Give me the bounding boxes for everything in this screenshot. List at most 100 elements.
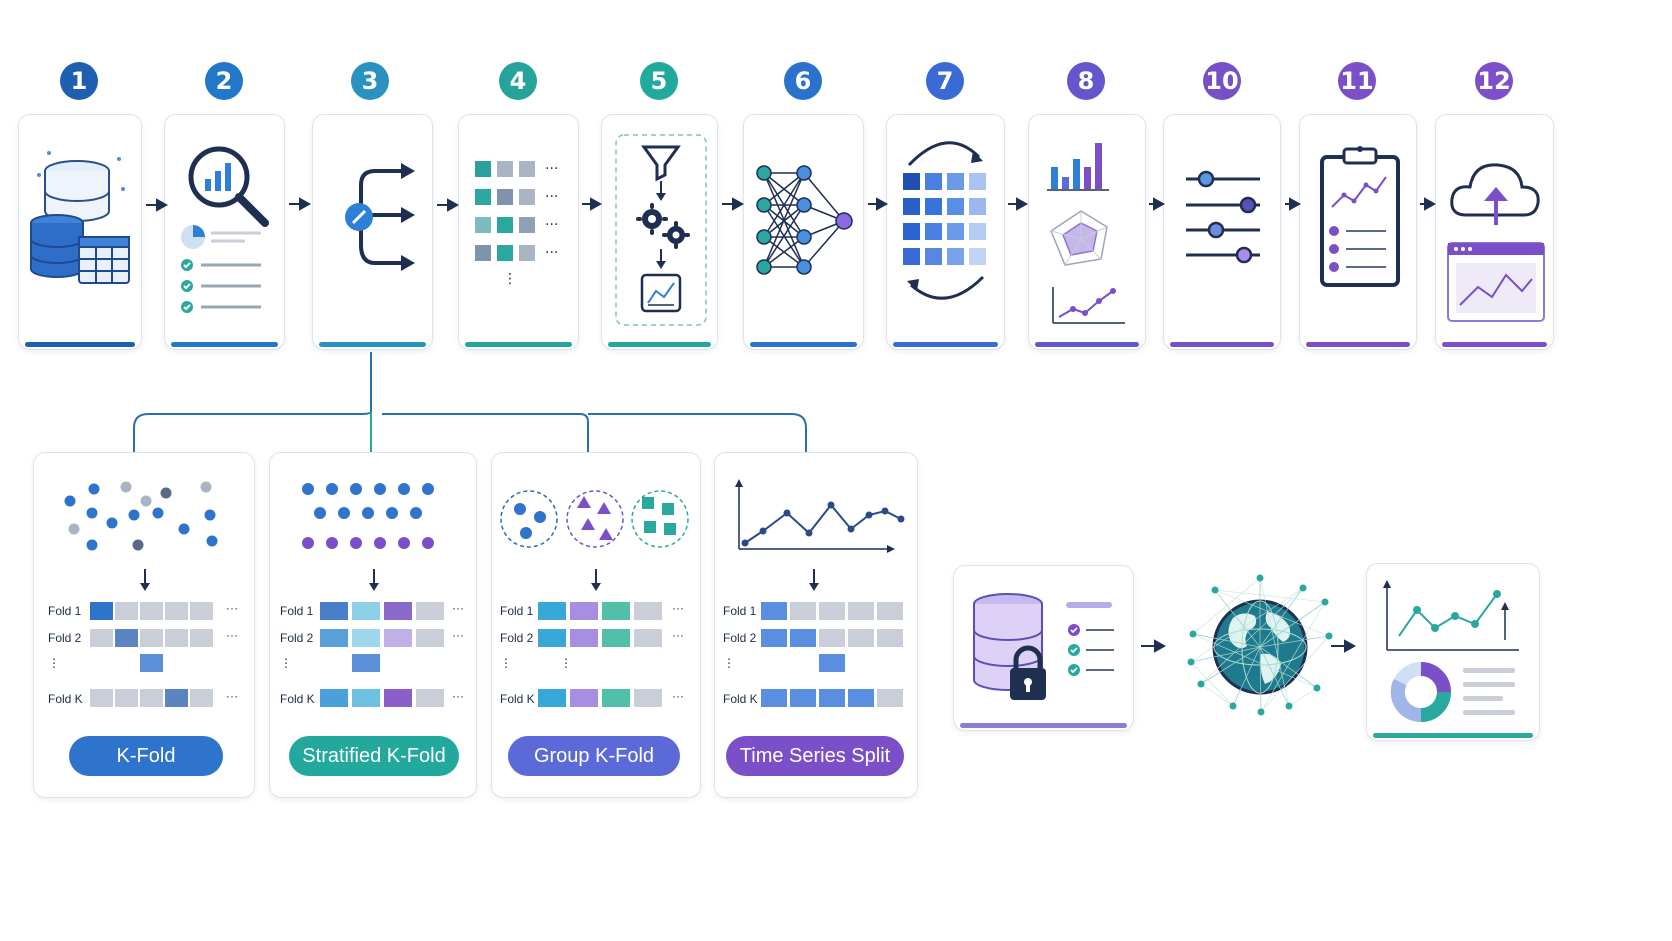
data-point (897, 515, 905, 523)
fold-cell (761, 689, 787, 707)
stratified-label-button[interactable]: Stratified K-Fold (289, 736, 459, 776)
grid-cell (969, 198, 986, 215)
nn-node (796, 259, 812, 275)
network-node (1256, 574, 1264, 582)
fold-cell (352, 689, 380, 707)
grid-cell (903, 173, 920, 190)
fold-cell (848, 629, 874, 647)
fold-cell (90, 602, 113, 620)
step-card-5[interactable] (601, 114, 718, 350)
data-point (178, 523, 190, 535)
fold-ellipsis: ··· (452, 601, 464, 615)
data-point (128, 509, 140, 521)
step-badge-12: 12 (1475, 62, 1513, 100)
network-node (1313, 684, 1321, 692)
fold-cell (416, 689, 444, 707)
step-card-3[interactable] (312, 114, 433, 350)
step-card-7[interactable] (886, 114, 1005, 350)
fold-label: Fold K (48, 692, 83, 706)
fold-label: ⋮ (280, 656, 292, 670)
data-point (847, 525, 855, 533)
fold-cell (819, 654, 845, 672)
fold-label: Fold K (500, 692, 535, 706)
fold-cell (848, 689, 874, 707)
data-point (759, 527, 767, 535)
data-point (386, 507, 398, 519)
network-node (1211, 586, 1219, 594)
svg-text:⋮: ⋮ (503, 271, 517, 287)
step-card-2[interactable] (164, 114, 285, 350)
svg-text:···: ··· (545, 161, 558, 177)
fold-cell (819, 629, 845, 647)
step-badge-7: 7 (926, 62, 964, 100)
data-point (422, 483, 434, 495)
top-row-arrows (146, 197, 1437, 212)
kfold-label-button[interactable]: K-Fold (69, 736, 223, 776)
fold-cell (115, 602, 138, 620)
fold-cell (190, 689, 213, 707)
fold-cell (90, 629, 113, 647)
deploy-card-dashboard[interactable] (1366, 563, 1540, 741)
network-node (1197, 680, 1205, 688)
fold-label: Fold 1 (280, 604, 314, 618)
fold-ellipsis: ··· (226, 689, 238, 703)
grid-cell (947, 173, 964, 190)
step-card-1[interactable] (18, 114, 142, 350)
grid-cell (969, 248, 986, 265)
data-point (805, 529, 813, 537)
fold-label: Fold 2 (280, 631, 314, 645)
step-card-6[interactable] (743, 114, 864, 350)
network-node (1229, 702, 1237, 710)
data-point (741, 539, 749, 547)
fold-ellipsis: ··· (672, 628, 684, 642)
fold-cell (538, 602, 566, 620)
network-node (1325, 632, 1333, 640)
fold-cell (848, 602, 874, 620)
step-card-12[interactable] (1435, 114, 1554, 350)
fold-cell (790, 629, 816, 647)
globe-network-icon (1187, 574, 1333, 716)
fold-cell (190, 602, 213, 620)
cycle-grid-icon (903, 141, 986, 300)
data-point (106, 517, 118, 529)
magnifier-chart-icon (181, 146, 269, 313)
fold-cell (877, 629, 903, 647)
group-label-button[interactable]: Group K-Fold (508, 736, 680, 776)
fold-cell (790, 689, 816, 707)
grid-cell (925, 198, 942, 215)
fold-cell (570, 689, 598, 707)
data-point (132, 539, 144, 551)
step-card-8[interactable] (1028, 114, 1146, 350)
data-point (64, 495, 76, 507)
step-card-11[interactable] (1299, 114, 1417, 350)
data-point (204, 509, 216, 521)
nn-node (796, 165, 812, 181)
step-badge-2: 2 (205, 62, 243, 100)
fold-ellipsis: ··· (672, 601, 684, 615)
step-card-4[interactable]: ············ ⋮ (458, 114, 579, 350)
fold-cell (761, 629, 787, 647)
fold-cell (165, 689, 188, 707)
grid-cell (947, 248, 964, 265)
fold-cell (570, 602, 598, 620)
network-node (1257, 708, 1265, 716)
data-point (374, 483, 386, 495)
step-card-10[interactable] (1163, 114, 1281, 350)
step-badge-6: 6 (784, 62, 822, 100)
data-point (374, 537, 386, 549)
data-point (662, 503, 674, 515)
fold-cell (761, 602, 787, 620)
data-point (120, 481, 132, 493)
grid-cell (947, 198, 964, 215)
deploy-card-database[interactable] (953, 565, 1134, 731)
timeseries-label-button[interactable]: Time Series Split (726, 736, 904, 776)
fold-cell (320, 689, 348, 707)
